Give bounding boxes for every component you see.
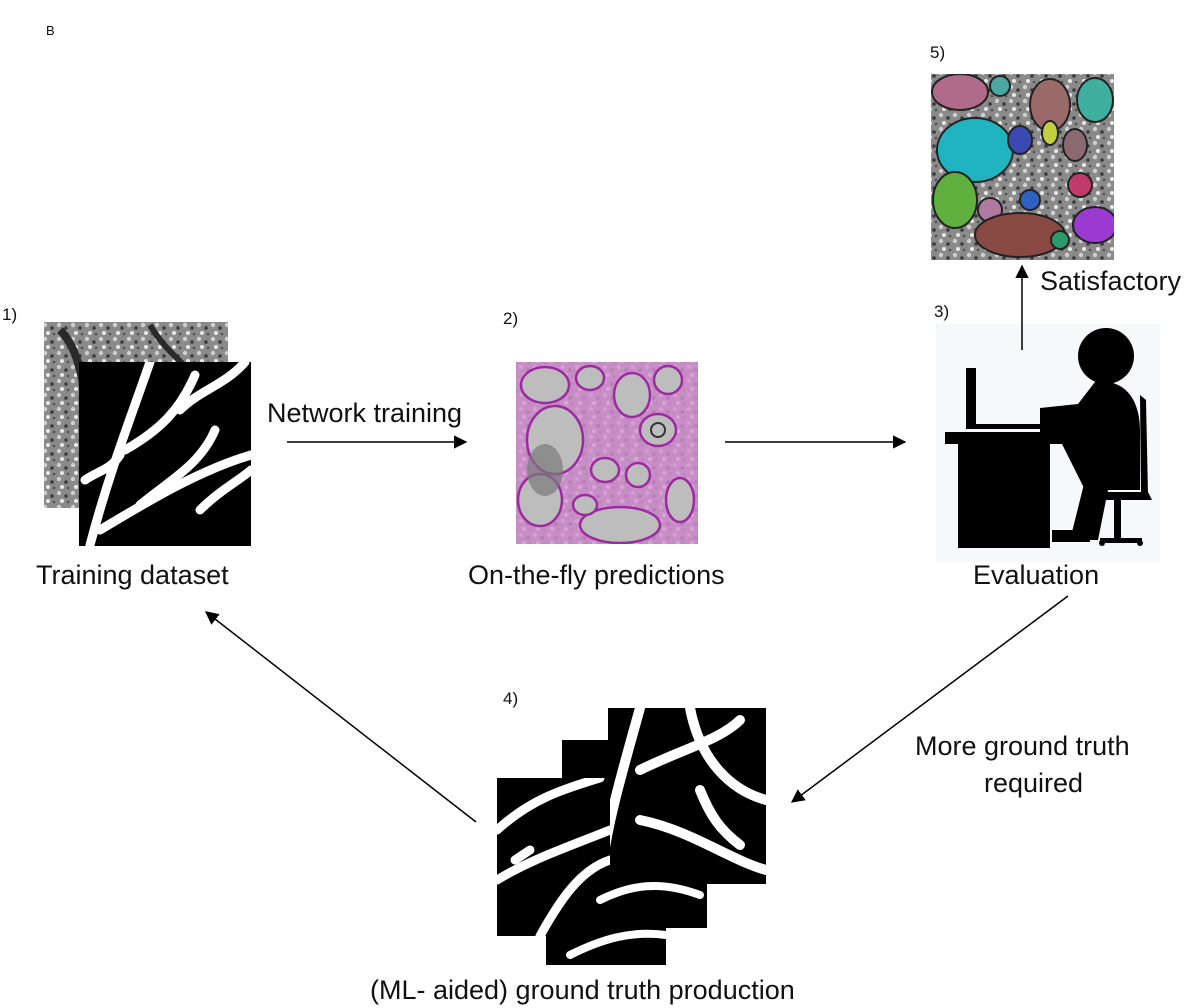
training-dataset-label: Training dataset (36, 560, 229, 590)
binary-mask-image (79, 362, 251, 546)
step-5-number: 5) (930, 43, 946, 62)
panel-letter: B (46, 23, 55, 38)
person-at-computer-icon (936, 324, 1160, 562)
step-3-number: 3) (934, 302, 950, 321)
more-ground-truth-label: More ground truth (915, 731, 1130, 761)
network-training-label: Network training (267, 398, 463, 428)
step-2-number: 2) (503, 309, 519, 328)
predictions-label: On-the-fly predictions (468, 560, 725, 590)
satisfactory-label: Satisfactory (1040, 266, 1182, 296)
required-label: required (984, 768, 1084, 798)
flow-arrows (204, 264, 1069, 823)
step-4-number: 4) (503, 689, 519, 708)
prediction-overlay-image (516, 362, 698, 544)
segmentation-result-image (931, 74, 1114, 260)
evaluation-label: Evaluation (973, 560, 1100, 590)
binary-mask-image (497, 708, 766, 965)
ground-truth-production-label: (ML- aided) ground truth production (370, 975, 795, 1005)
step-1-number: 1) (2, 305, 18, 324)
